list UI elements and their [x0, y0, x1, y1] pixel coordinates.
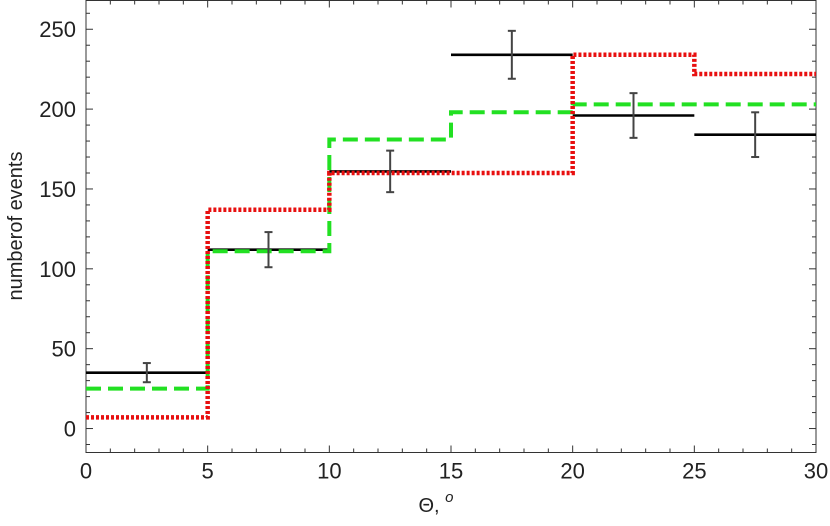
tick-labels: 0 5 10 15 20 25 30 0 50 100 150 200 250	[39, 17, 828, 483]
x-tick-label: 30	[804, 459, 828, 484]
y-tick-label: 250	[39, 17, 76, 42]
x-tick-label: 15	[439, 459, 463, 484]
y-tick-label: 150	[39, 177, 76, 202]
x-tick-label: 25	[682, 459, 706, 484]
axis-ticks	[85, 0, 817, 453]
y-tick-label: 50	[52, 337, 76, 362]
y-tick-label: 100	[39, 257, 76, 282]
y-tick-label: 200	[39, 97, 76, 122]
x-tick-label: 10	[317, 459, 341, 484]
error-bars	[142, 29, 760, 384]
y-axis-label: numberof events	[5, 152, 27, 301]
x-tick-label: 0	[80, 459, 92, 484]
x-tick-label: 5	[202, 459, 214, 484]
x-tick-label: 20	[560, 459, 584, 484]
y-tick-label: 0	[64, 417, 76, 442]
x-axis-label: Θ, o	[418, 489, 453, 517]
plot-frame	[85, 0, 817, 453]
series-group	[86, 52, 816, 420]
series-1-step-line	[86, 102, 816, 391]
series-2-step-line	[86, 52, 816, 420]
